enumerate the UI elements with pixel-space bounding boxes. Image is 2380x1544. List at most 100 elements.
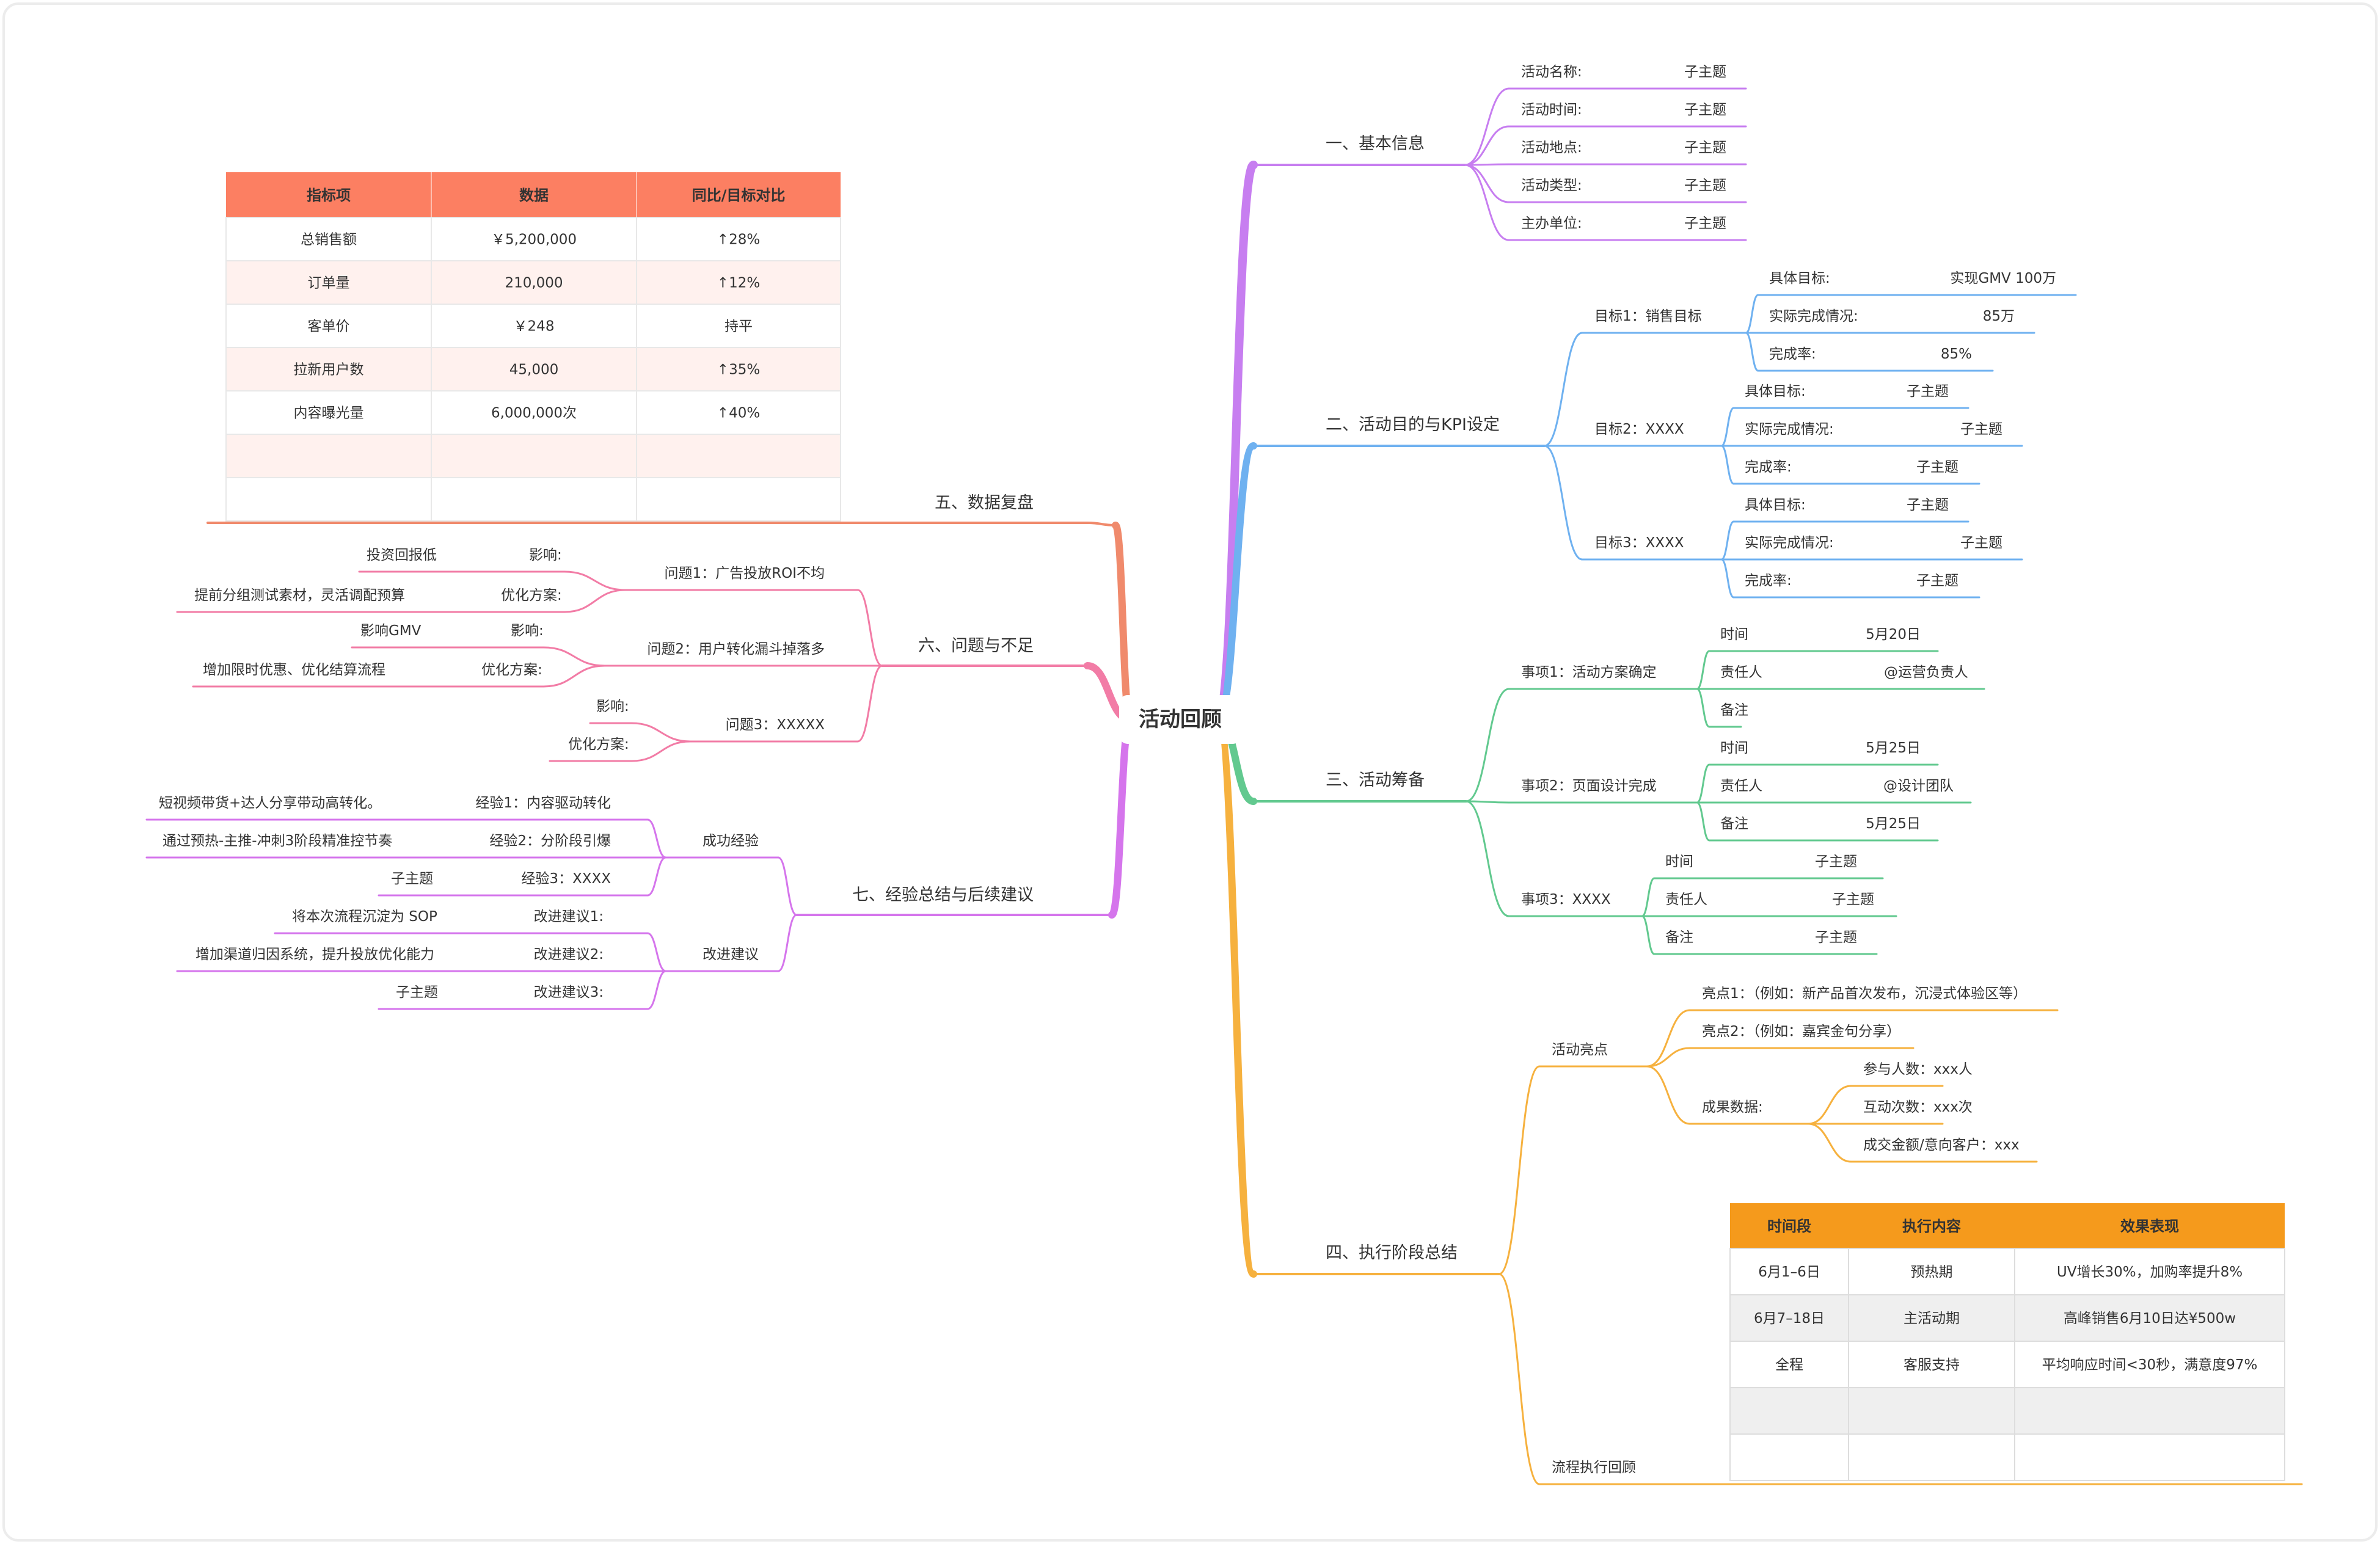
basic-item-label[interactable]: 活动名称: (1521, 64, 1582, 80)
prep-item-label[interactable]: 备注 (1720, 816, 1748, 832)
kpi-item-label[interactable]: 完成率: (1769, 346, 1816, 362)
kpi-item-label[interactable]: 实际完成情况: (1769, 308, 1858, 324)
summary-group-label[interactable]: 成功经验 (703, 833, 759, 849)
prep-item-value[interactable]: @设计团队 (1883, 778, 1954, 794)
exec-highlight-2[interactable]: 亮点2：（例如：嘉宾金句分享） (1702, 1024, 1900, 1040)
exec-result-item[interactable]: 参与人数：xxx人 (1863, 1062, 1973, 1077)
kpi-item-label[interactable]: 完成率: (1745, 573, 1792, 589)
root-node[interactable]: 活动回顾 (1139, 707, 1222, 732)
exec-highlights-label[interactable]: 活动亮点 (1552, 1042, 1608, 1058)
exec-result-item[interactable]: 互动次数：xxx次 (1863, 1099, 1973, 1115)
kpi-goal-label[interactable]: 目标1：销售目标 (1594, 308, 1702, 324)
data-table-cell: 总销售额 (301, 232, 357, 248)
summary-item-label[interactable]: 经验3：XXXX (521, 871, 611, 887)
connector (1720, 520, 1735, 561)
prep-item-value[interactable]: 子主题 (1815, 854, 1857, 870)
issue-item-value[interactable]: 影响GMV (360, 623, 422, 639)
issue-item-label[interactable]: 影响: (596, 699, 629, 715)
prep-item-label[interactable]: 备注 (1720, 702, 1748, 718)
prep-item-label[interactable]: 时间 (1665, 854, 1693, 870)
prep-task-label[interactable]: 事项1：活动方案确定 (1521, 665, 1657, 680)
summary-item-value[interactable]: 子主题 (391, 871, 433, 887)
prep-item-value[interactable]: 5月25日 (1866, 740, 1921, 756)
prep-item-value[interactable]: 5月25日 (1866, 816, 1921, 832)
issue-item-label[interactable]: 优化方案: (481, 662, 542, 678)
kpi-item-label[interactable]: 具体目标: (1745, 497, 1806, 513)
basic-item-label[interactable]: 活动类型: (1521, 178, 1582, 194)
kpi-item-value[interactable]: 子主题 (1916, 573, 1958, 589)
kpi-item-value[interactable]: 85% (1941, 346, 1972, 362)
issue-item-value[interactable]: 投资回报低 (367, 547, 437, 563)
prep-item-label[interactable]: 备注 (1665, 930, 1693, 945)
issue-item-label[interactable]: 优化方案: (568, 737, 629, 752)
basic-item-label[interactable]: 活动地点: (1521, 140, 1582, 156)
exec-process-label[interactable]: 流程执行回顾 (1552, 1460, 1636, 1476)
issue-item-value[interactable]: 提前分组测试素材，灵活调配预算 (194, 588, 405, 603)
basic-item-label[interactable]: 活动时间: (1521, 102, 1582, 118)
kpi-item-value[interactable]: 实现GMV 100万 (1950, 271, 2056, 286)
branch-exec-label[interactable]: 四、执行阶段总结 (1326, 1244, 1458, 1262)
issue-item-value[interactable]: 增加限时优惠、优化结算流程 (203, 662, 385, 678)
issue-problem-label[interactable]: 问题2：用户转化漏斗掉落多 (647, 641, 825, 657)
basic-item-label[interactable]: 主办单位: (1521, 216, 1582, 231)
basic-item-value[interactable]: 子主题 (1684, 178, 1726, 194)
summary-item-label[interactable]: 经验2：分阶段引爆 (489, 833, 611, 849)
summary-item-label[interactable]: 改进建议2: (534, 947, 604, 963)
basic-item-value[interactable]: 子主题 (1684, 102, 1726, 118)
connector (1465, 800, 1510, 804)
branch-summary-label[interactable]: 七、经验总结与后续建议 (852, 886, 1034, 905)
summary-item-value[interactable]: 增加渠道归因系统，提升投放优化能力 (195, 947, 434, 963)
kpi-item-value[interactable]: 子主题 (1960, 535, 2002, 551)
branch-data-label[interactable]: 五、数据复盘 (935, 493, 1034, 512)
kpi-item-value[interactable]: 85万 (1983, 308, 2015, 324)
summary-item-value[interactable]: 将本次流程沉淀为 SOP (292, 909, 437, 925)
kpi-item-value[interactable]: 子主题 (1960, 421, 2002, 437)
prep-item-value[interactable]: 子主题 (1832, 892, 1874, 908)
branch-issues-label[interactable]: 六、问题与不足 (918, 636, 1034, 655)
branch-prep-label[interactable]: 三、活动筹备 (1326, 771, 1425, 790)
kpi-item-label[interactable]: 实际完成情况: (1745, 535, 1834, 551)
prep-task-label[interactable]: 事项3：XXXX (1521, 892, 1611, 908)
summary-item-label[interactable]: 经验1：内容驱动转化 (475, 795, 611, 811)
exec-result-label[interactable]: 成果数据: (1702, 1099, 1763, 1115)
prep-item-value[interactable]: 子主题 (1815, 930, 1857, 945)
exec-highlight-1[interactable]: 亮点1：（例如：新产品首次发布，沉浸式体验区等） (1702, 986, 2027, 1002)
issue-item-label[interactable]: 影响: (529, 547, 562, 563)
prep-task-label[interactable]: 事项2：页面设计完成 (1521, 778, 1657, 794)
prep-item-label[interactable]: 时间 (1720, 627, 1748, 643)
kpi-item-value[interactable]: 子主题 (1907, 497, 1949, 513)
prep-item-label[interactable]: 责任人 (1720, 665, 1762, 680)
summary-item-label[interactable]: 改进建议1: (534, 909, 604, 925)
prep-item-value[interactable]: @运营负责人 (1884, 665, 1968, 680)
summary-item-value[interactable]: 通过预热-主推-冲刺3阶段精准控节奏 (162, 833, 392, 849)
basic-item-value[interactable]: 子主题 (1684, 140, 1726, 156)
issue-item-label[interactable]: 影响: (511, 623, 544, 639)
kpi-goal-label[interactable]: 目标2：XXXX (1594, 421, 1684, 437)
root-node-box[interactable] (1119, 695, 1241, 744)
branch-basic-label[interactable]: 一、基本信息 (1326, 134, 1425, 153)
summary-item-value[interactable]: 短视频带货+达人分享带动高转化。 (159, 795, 381, 811)
connector (1464, 164, 1510, 241)
branch-kpi-label[interactable]: 二、活动目的与KPI设定 (1326, 415, 1500, 434)
kpi-item-value[interactable]: 子主题 (1907, 384, 1949, 399)
kpi-item-label[interactable]: 实际完成情况: (1745, 421, 1834, 437)
kpi-item-label[interactable]: 完成率: (1745, 459, 1792, 475)
basic-item-value[interactable]: 子主题 (1684, 216, 1726, 231)
exec-result-item[interactable]: 成交金额/意向客户：xxx (1863, 1137, 2020, 1153)
basic-item-value[interactable]: 子主题 (1684, 64, 1726, 80)
issue-item-label[interactable]: 优化方案: (501, 588, 562, 603)
issue-problem-label[interactable]: 问题1：广告投放ROI不均 (664, 566, 825, 581)
prep-item-label[interactable]: 时间 (1720, 740, 1748, 756)
issue-problem-label[interactable]: 问题3：XXXXX (726, 717, 825, 733)
prep-item-label[interactable]: 责任人 (1720, 778, 1762, 794)
summary-item-value[interactable]: 子主题 (396, 985, 438, 1000)
kpi-item-value[interactable]: 子主题 (1916, 459, 1958, 475)
connector (646, 970, 667, 1010)
prep-item-value[interactable]: 5月20日 (1866, 627, 1921, 643)
summary-group-label[interactable]: 改进建议 (703, 947, 759, 963)
kpi-goal-label[interactable]: 目标3：XXXX (1594, 535, 1684, 551)
kpi-item-label[interactable]: 具体目标: (1769, 271, 1830, 286)
summary-item-label[interactable]: 改进建议3: (534, 985, 604, 1000)
kpi-item-label[interactable]: 具体目标: (1745, 384, 1806, 399)
prep-item-label[interactable]: 责任人 (1665, 892, 1707, 908)
